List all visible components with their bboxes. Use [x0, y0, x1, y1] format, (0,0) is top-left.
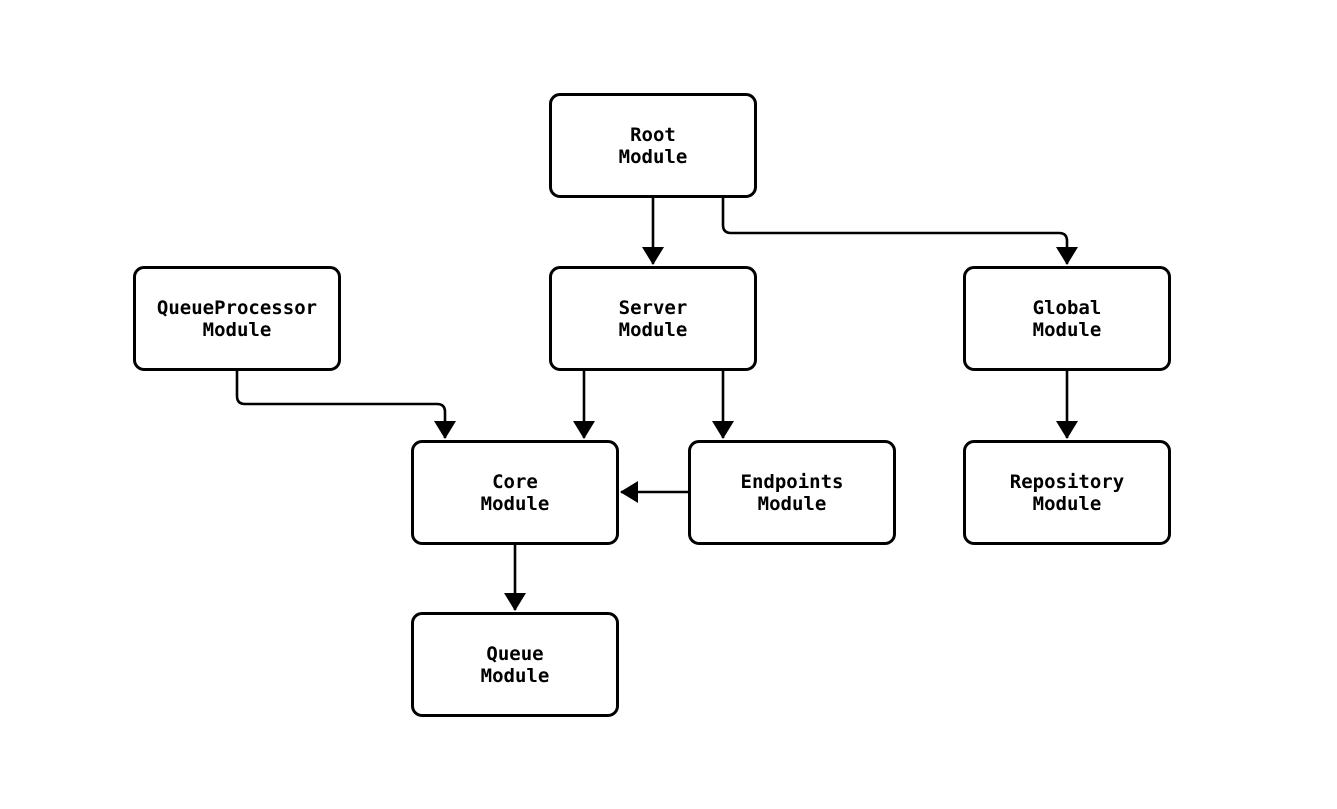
node-core-label-line1: Core — [492, 470, 538, 493]
node-queue-module: Queue Module — [411, 612, 619, 717]
node-endpoints-label-line1: Endpoints — [740, 470, 844, 493]
node-repository-module: Repository Module — [963, 440, 1171, 545]
node-root-module: Root Module — [549, 93, 757, 198]
node-server-label-line1: Server — [618, 296, 688, 319]
node-server-label-line2: Module — [618, 318, 688, 341]
node-global-label-line1: Global — [1032, 296, 1102, 319]
node-server-module: Server Module — [549, 266, 757, 371]
node-queueprocessor-module: QueueProcessor Module — [133, 266, 341, 371]
node-core-module: Core Module — [411, 440, 619, 545]
node-core-label-line2: Module — [480, 492, 550, 515]
node-queue-label-line2: Module — [480, 664, 550, 687]
edge-root-to-global — [721, 197, 1078, 265]
node-global-label-line2: Module — [1032, 318, 1102, 341]
node-queue-label-line1: Queue — [486, 642, 544, 665]
node-endpoints-label-line2: Module — [757, 492, 827, 515]
node-root-label-line1: Root — [630, 123, 676, 146]
node-repository-label-line2: Module — [1032, 492, 1102, 515]
node-global-module: Global Module — [963, 266, 1171, 371]
node-queueprocessor-label-line1: QueueProcessor — [156, 296, 318, 319]
edge-queueprocessor-to-core — [235, 371, 456, 439]
node-queueprocessor-label-line2: Module — [202, 318, 272, 341]
node-endpoints-module: Endpoints Module — [688, 440, 896, 545]
node-repository-label-line1: Repository — [1009, 470, 1125, 493]
node-root-label-line2: Module — [618, 145, 688, 168]
